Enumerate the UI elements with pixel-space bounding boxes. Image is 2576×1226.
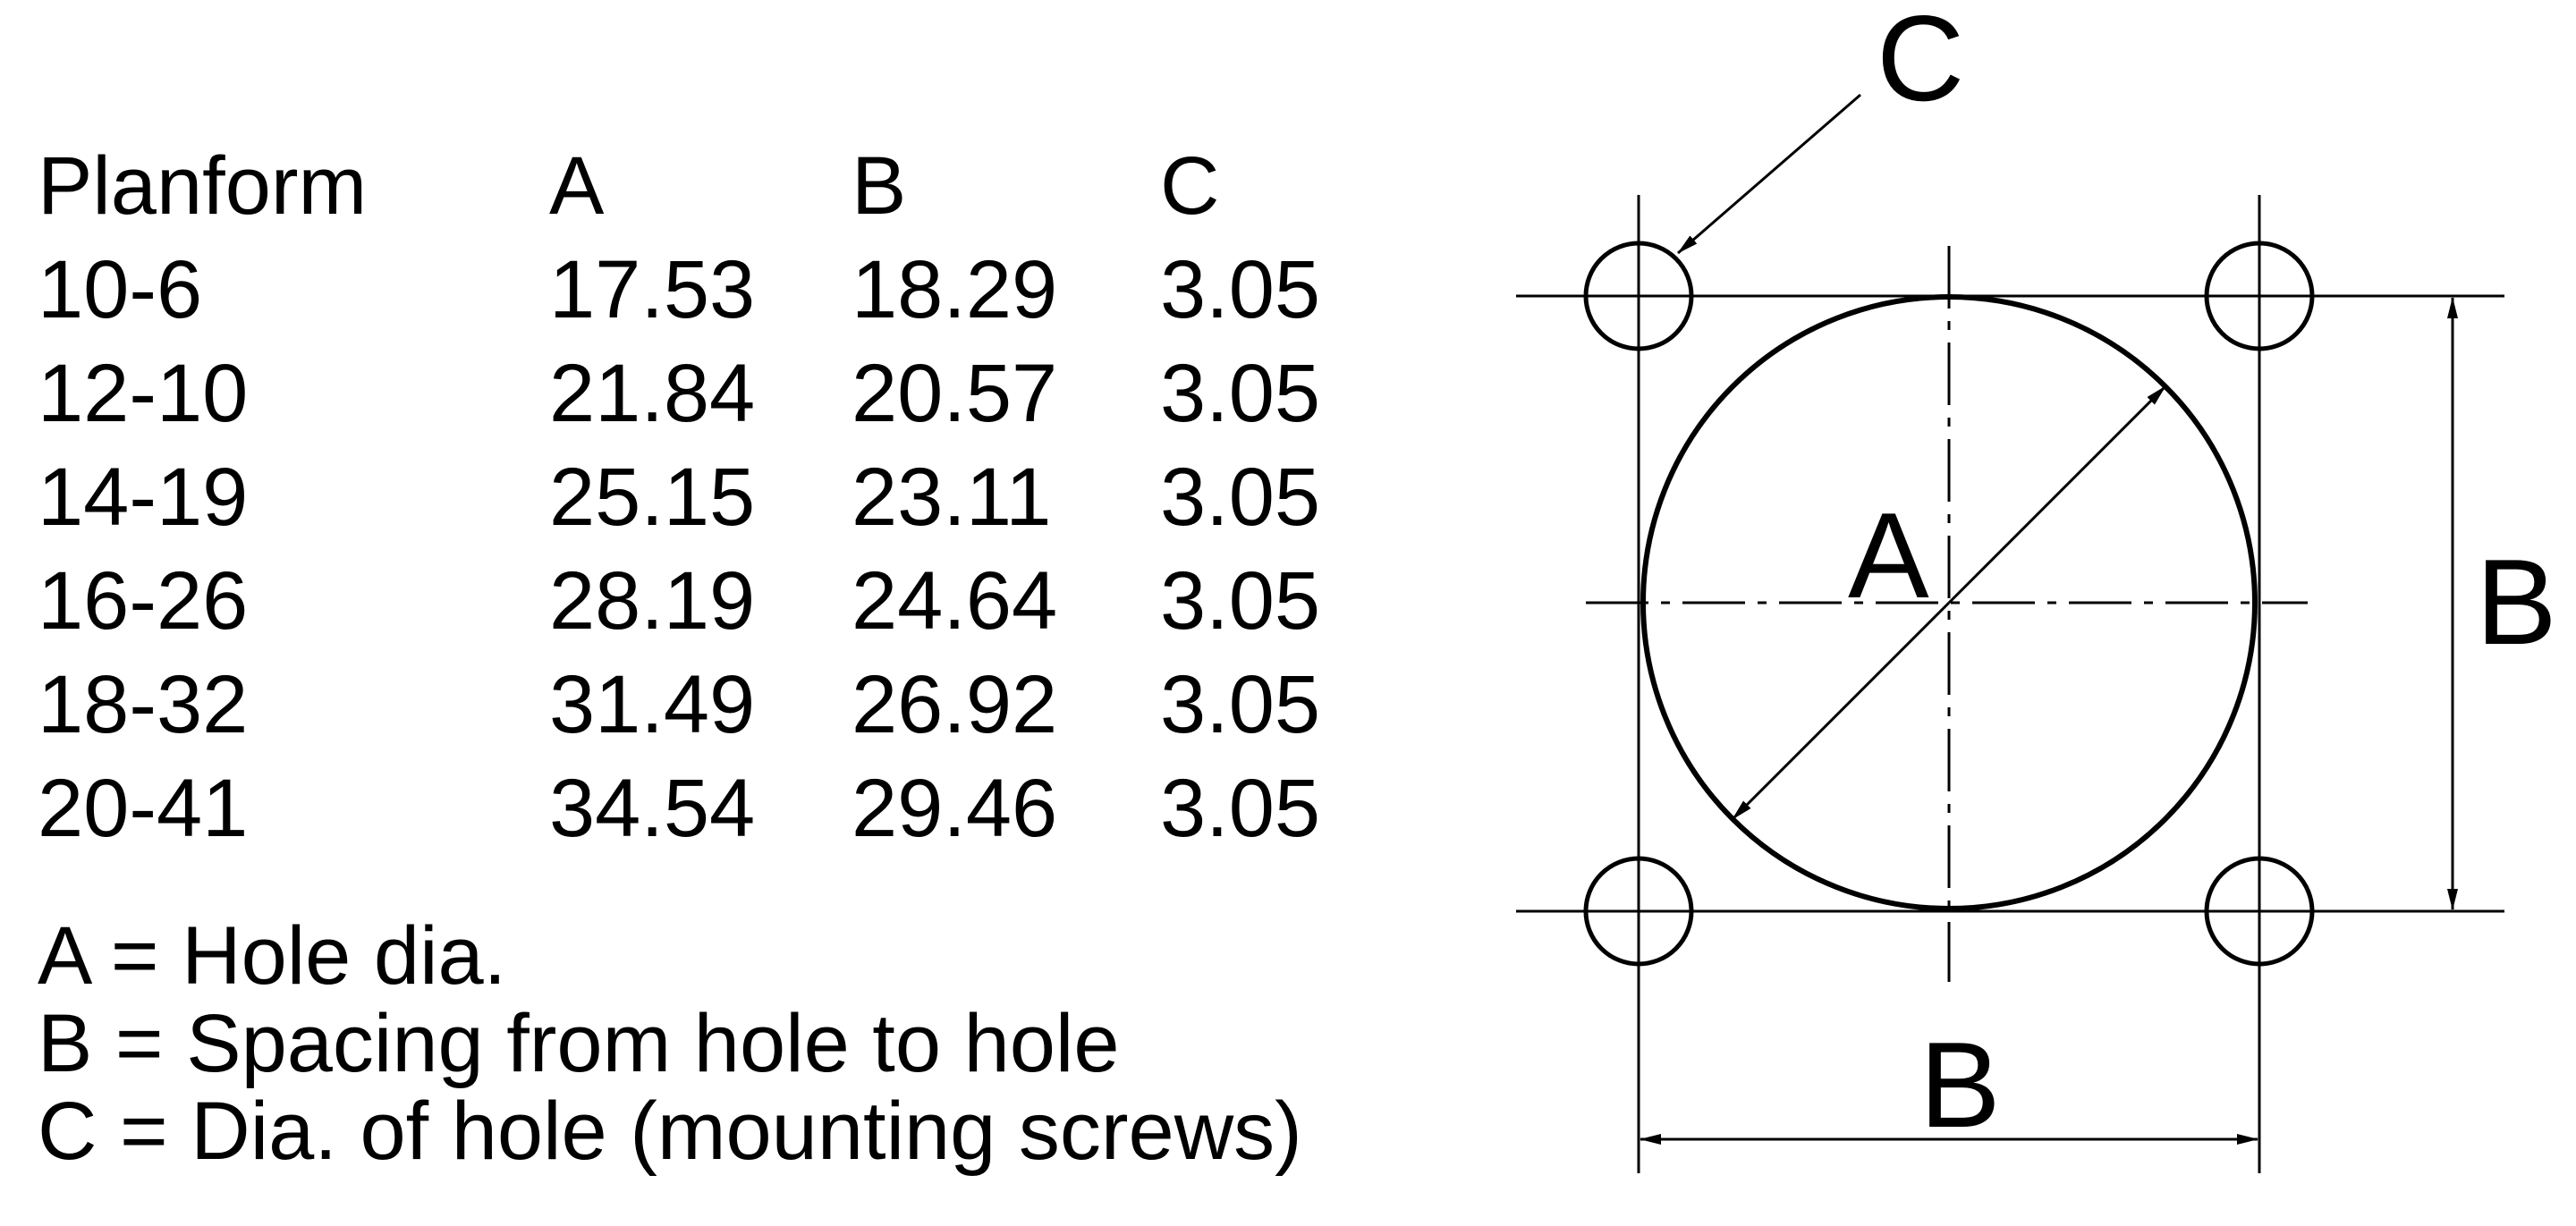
cell-b: 26.92 (852, 659, 1058, 750)
cell-a: 31.49 (549, 659, 756, 750)
mounting-hole-top-left (1583, 241, 1694, 351)
cell-b: 23.11 (852, 452, 1052, 543)
header-c: C (1160, 140, 1220, 232)
cell-b: 18.29 (852, 244, 1058, 335)
legend-item-a: A = Hole dia. (38, 910, 507, 1002)
cell-a: 28.19 (549, 555, 756, 647)
legend-item-c: C = Dia. of hole (mounting screws) (38, 1086, 1302, 1177)
cell-b: 24.64 (852, 555, 1058, 647)
cell-c: 3.05 (1160, 244, 1321, 335)
main-hole-circle (1640, 294, 2258, 911)
cell-planform: 16-26 (38, 555, 249, 647)
cell-a: 34.54 (549, 763, 756, 854)
cell-c: 3.05 (1160, 452, 1321, 543)
cell-planform: 20-41 (38, 763, 249, 854)
cell-planform: 14-19 (38, 452, 249, 543)
label-a: A (1848, 487, 1929, 623)
cell-b: 29.46 (852, 763, 1058, 854)
cell-a: 25.15 (549, 452, 756, 543)
cell-c: 3.05 (1160, 763, 1321, 854)
leader-arrow-c (1677, 93, 1861, 255)
cell-a: 17.53 (549, 244, 756, 335)
diameter-arrow-a (1947, 385, 2167, 605)
cell-planform: 18-32 (38, 659, 249, 750)
label-b-right: B (2476, 534, 2557, 670)
mounting-hole-bottom-left (1583, 856, 1694, 967)
cell-b: 20.57 (852, 348, 1058, 439)
diameter-arrow-a-lower (1731, 601, 1951, 821)
header-planform: Planform (38, 140, 368, 232)
mounting-hole-bottom-right (2204, 856, 2315, 967)
label-c: C (1877, 0, 1964, 126)
cell-c: 3.05 (1160, 555, 1321, 647)
header-a: A (549, 140, 605, 232)
cell-planform: 12-10 (38, 348, 249, 439)
cell-c: 3.05 (1160, 659, 1321, 750)
label-b-bottom: B (1919, 1017, 2001, 1153)
cell-c: 3.05 (1160, 348, 1321, 439)
legend: A = Hole dia. B = Spacing from hole to h… (38, 912, 1302, 1175)
cell-planform: 10-6 (38, 244, 203, 335)
legend-item-b: B = Spacing from hole to hole (38, 998, 1120, 1089)
header-b: B (852, 140, 907, 232)
mounting-hole-top-right (2204, 241, 2315, 351)
cell-a: 21.84 (549, 348, 756, 439)
